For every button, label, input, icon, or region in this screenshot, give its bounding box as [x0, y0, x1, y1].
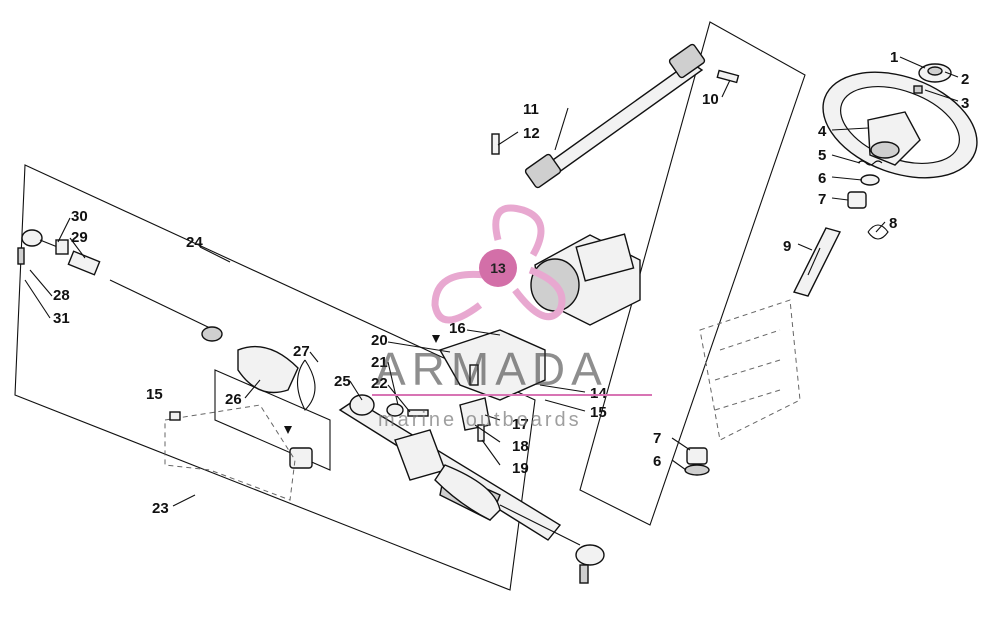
watermark-badge-number: 13 — [490, 260, 506, 276]
callout-29: 29 — [71, 229, 88, 246]
petal-left-shape — [431, 270, 486, 324]
bracket-bolt — [469, 364, 479, 386]
callout-11: 11 — [523, 101, 539, 118]
watermark-badge — [479, 249, 517, 287]
callout-31: 31 — [53, 310, 70, 327]
u-bracket — [459, 397, 491, 431]
tie-rod-end-left — [17, 229, 61, 265]
watermark-brand: ARMADA — [375, 343, 608, 395]
callout-24: 24 — [186, 234, 203, 251]
callout-7-lower: 7 — [653, 430, 661, 447]
triangle-marker-lower — [284, 426, 292, 434]
steering-gear-group-frame — [14, 164, 536, 591]
column-mount-bracket — [699, 299, 801, 441]
upper-bushing — [847, 191, 867, 209]
steering-wheel — [822, 71, 978, 179]
jam-nut — [55, 239, 69, 255]
callout-labels: 1 2 3 4 5 6 7 8 9 10 11 12 14 15 15 16 1… — [53, 49, 969, 517]
rack-boot-right — [434, 464, 501, 521]
callout-27: 27 — [293, 343, 310, 360]
steering-shaft — [792, 227, 842, 297]
callout-1: 1 — [890, 49, 898, 66]
callout-15-right: 15 — [590, 404, 607, 421]
rack-boot-left — [237, 345, 299, 394]
wave-spring — [857, 160, 883, 166]
callout-23: 23 — [152, 500, 169, 517]
callout-26: 26 — [225, 391, 242, 408]
petal-top-shape — [492, 204, 545, 257]
callout-7: 7 — [818, 191, 826, 208]
mount-bracket-left — [164, 404, 296, 501]
rack-clamp — [349, 394, 375, 416]
callout-22: 22 — [371, 375, 388, 392]
bracket-group-frame — [214, 369, 331, 471]
rack-bushing — [289, 447, 313, 469]
washer — [860, 174, 880, 186]
callout-12: 12 — [523, 125, 540, 142]
wire-clip — [867, 224, 889, 240]
callout-14: 14 — [590, 385, 607, 402]
callout-30: 30 — [71, 208, 88, 225]
callout-8: 8 — [889, 215, 897, 232]
armada-watermark: 13 ARMADA marine outboards — [372, 204, 652, 431]
callout-5: 5 — [818, 147, 826, 164]
callout-20: 20 — [371, 332, 388, 349]
callout-3: 3 — [961, 95, 969, 112]
adjuster-sleeve — [67, 250, 101, 276]
callout-16: 16 — [449, 320, 466, 337]
callout-25: 25 — [334, 373, 351, 390]
callout-6-lower: 6 — [653, 453, 661, 470]
callout-28: 28 — [53, 287, 70, 304]
callout-18: 18 — [512, 438, 529, 455]
bolt-19 — [477, 424, 485, 442]
callout-17: 17 — [512, 416, 529, 433]
inner-tie-rod-left — [109, 279, 223, 342]
bolt-22 — [407, 409, 429, 417]
shaft-bolt-lower — [491, 133, 500, 155]
horn-cap — [918, 63, 952, 83]
callout-6: 6 — [818, 170, 826, 187]
propeller-logo: 13 — [431, 204, 566, 324]
shaft-bolt-upper — [716, 69, 740, 84]
callout-10: 10 — [702, 91, 719, 108]
triangle-marker-upper — [432, 335, 440, 343]
callout-15-left: 15 — [146, 386, 163, 403]
callout-9: 9 — [783, 238, 791, 255]
wheel-nut — [913, 85, 923, 94]
tie-rod-right — [499, 504, 605, 584]
intermediate-shaft — [524, 43, 706, 189]
lower-bushing — [684, 447, 710, 476]
petal-right-shape — [512, 266, 566, 321]
watermark-tagline: marine outboards — [378, 409, 582, 431]
boot-clamp — [296, 359, 316, 411]
callout-19: 19 — [512, 460, 529, 477]
steering-column-group-frame — [579, 21, 806, 526]
callout-21: 21 — [371, 354, 388, 371]
callout-4: 4 — [818, 123, 827, 140]
bolt-15-left — [169, 411, 181, 421]
washer-21 — [386, 403, 404, 417]
rack-bracket — [438, 329, 546, 401]
callout-2: 2 — [961, 71, 969, 88]
leader-lines — [24, 56, 959, 507]
